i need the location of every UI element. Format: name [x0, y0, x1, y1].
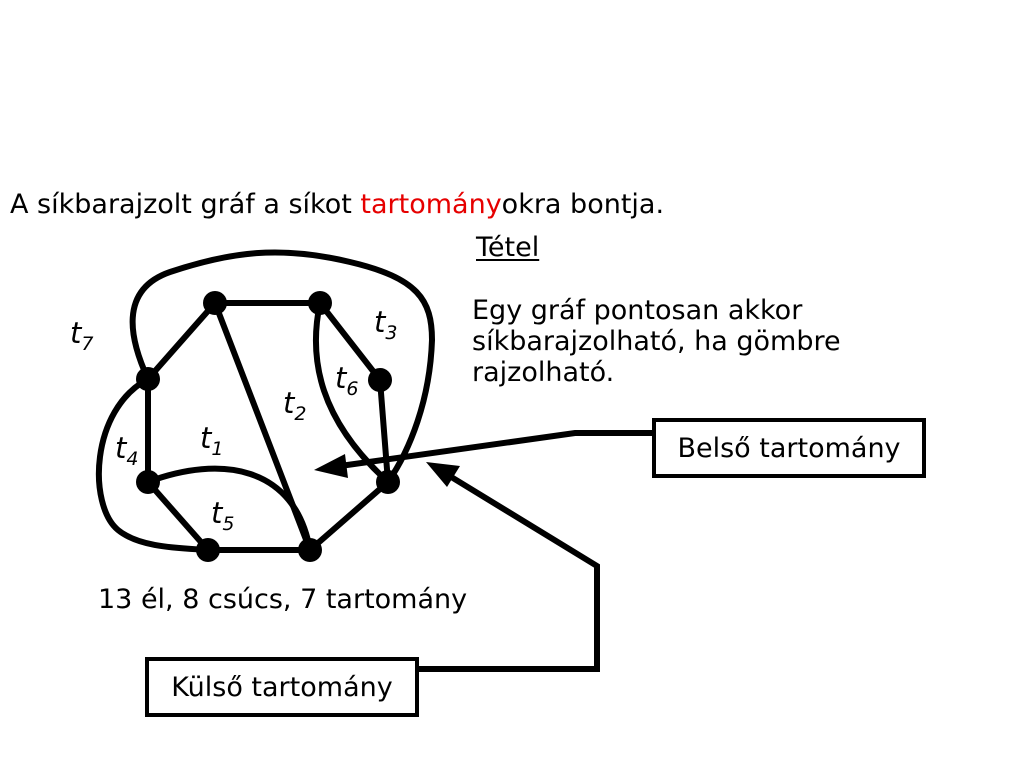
vertex — [136, 470, 160, 494]
face-label-t3: t3 — [374, 305, 397, 344]
theorem-title: Tétel — [476, 232, 540, 263]
edge — [145, 465, 313, 553]
edge — [145, 300, 218, 382]
arrowhead-icon — [314, 454, 348, 478]
outer-region-label: Külső tartomány — [145, 657, 419, 717]
intro-sentence: A síkbarajzolt gráf a síkot tartományokr… — [10, 189, 664, 220]
theorem-line: rajzolható. — [472, 357, 615, 389]
vertex — [196, 538, 220, 562]
face-label-t1: t1 — [200, 421, 223, 460]
graph-vertices — [136, 291, 400, 562]
graph-edges — [95, 249, 435, 553]
vertex — [368, 368, 392, 392]
edge — [145, 479, 211, 553]
arrowhead-icon — [426, 462, 460, 487]
vertex — [136, 367, 160, 391]
vertex — [203, 291, 227, 315]
theorem-text: Egy gráf pontosan akkor síkbarajzolható,… — [472, 295, 912, 388]
intro-prefix: A síkbarajzolt gráf a síkot — [10, 189, 361, 220]
intro-suffix: okra bontja. — [501, 189, 665, 220]
edge — [129, 249, 435, 485]
edge — [377, 377, 391, 485]
face-label-t7: t7 — [70, 316, 93, 355]
inner-region-label: Belső tartomány — [652, 418, 926, 478]
face-label-t4: t4 — [115, 431, 138, 470]
vertex — [376, 470, 400, 494]
edge — [307, 479, 391, 553]
vertex — [308, 291, 332, 315]
face-label-t2: t2 — [283, 386, 306, 425]
outer-region-arrow — [419, 462, 600, 672]
face-labels: t1 t2 t3 t4 t5 t6 t7 — [70, 305, 397, 535]
theorem-line: Egy gráf pontosan akkor — [472, 295, 803, 326]
edge — [317, 300, 383, 383]
face-label-t5: t5 — [211, 496, 234, 535]
edge — [95, 376, 211, 553]
intro-highlight: tartomány — [360, 189, 502, 220]
edge — [312, 300, 391, 485]
vertex — [298, 538, 322, 562]
theorem-line: síkbarajzolható, ha gömbre — [472, 326, 841, 358]
graph-stats: 13 él, 8 csúcs, 7 tartomány — [98, 584, 468, 615]
inner-region-arrow — [314, 430, 652, 478]
face-label-t6: t6 — [335, 361, 358, 400]
